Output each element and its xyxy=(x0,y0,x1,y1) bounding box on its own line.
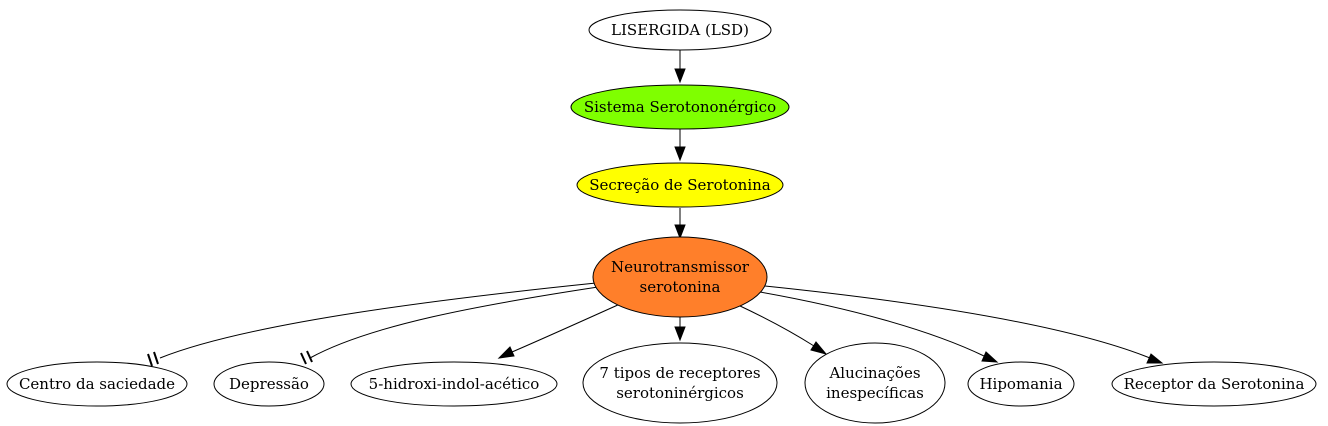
node-5-hidroxi-indol-acetico[interactable]: 5-hidroxi-indol-acético xyxy=(350,361,558,407)
edge-neuro-centro xyxy=(147,282,597,367)
node-label-line: LISERGIDA (LSD) xyxy=(611,21,749,39)
node-label-line: Secreção de Serotonina xyxy=(589,176,771,194)
node-label-line: Receptor da Serotonina xyxy=(1124,375,1305,393)
node-label-line: Sistema Serotononérgico xyxy=(584,98,776,116)
edge-lsd-sistema xyxy=(674,49,686,84)
node-label-line: serotoninérgicos xyxy=(616,384,744,402)
edge-neuro-alucinacoes xyxy=(737,304,828,355)
node-hipomania[interactable]: Hipomania xyxy=(967,361,1075,407)
node-label-line: Hipomania xyxy=(979,375,1062,393)
node-sistema-serotononergico[interactable]: Sistema Serotononérgico xyxy=(570,84,790,130)
node-label-line: inespecíficas xyxy=(826,384,924,402)
svg-text:5-hidroxi-indol-acético: 5-hidroxi-indol-acético xyxy=(369,375,540,393)
svg-text:Secreção de Serotonina: Secreção de Serotonina xyxy=(589,176,771,194)
edge-sistema-secrecao xyxy=(674,129,686,162)
edge-neuro-hipomania xyxy=(759,291,999,363)
node-label-line: Depressão xyxy=(229,375,309,393)
svg-text:LISERGIDA (LSD): LISERGIDA (LSD) xyxy=(611,21,749,39)
node-receptor-da-serotonina[interactable]: Receptor da Serotonina xyxy=(1111,361,1317,407)
svg-text:Depressão: Depressão xyxy=(229,375,309,393)
node-label-line: Alucinações xyxy=(828,364,920,382)
edge-secrecao-neuro xyxy=(674,208,686,240)
node-alucinacoes-inespecificas[interactable]: Alucinações inespecíficas xyxy=(804,342,946,424)
edge-neuro-depressao xyxy=(300,286,599,365)
node-label-line: serotonina xyxy=(640,278,721,296)
svg-text:Hipomania: Hipomania xyxy=(979,375,1062,393)
node-lisergida[interactable]: LISERGIDA (LSD) xyxy=(588,9,772,51)
node-label-line: Centro da saciedade xyxy=(19,375,175,393)
node-label-line: 7 tipos de receptores xyxy=(599,364,760,382)
node-label-line: 5-hidroxi-indol-acético xyxy=(369,375,540,393)
node-7-tipos-de-receptores[interactable]: 7 tipos de receptores serotoninérgicos xyxy=(582,342,778,424)
svg-text:Sistema Serotononérgico: Sistema Serotononérgico xyxy=(584,98,776,116)
node-label-line: Neurotransmissor xyxy=(611,258,750,276)
svg-text:Receptor da Serotonina: Receptor da Serotonina xyxy=(1124,375,1305,393)
svg-text:Centro da saciedade: Centro da saciedade xyxy=(19,375,175,393)
edge-neuro-tipos xyxy=(674,316,686,342)
node-centro-da-saciedade[interactable]: Centro da saciedade xyxy=(6,361,188,407)
node-depressao[interactable]: Depressão xyxy=(213,361,325,407)
edge-neuro-hidroxi xyxy=(497,303,621,359)
node-neurotransmissor-serotonina[interactable]: Neurotransmissor serotonina xyxy=(592,236,768,318)
edges xyxy=(147,49,1164,367)
node-secrecao-de-serotonina[interactable]: Secreção de Serotonina xyxy=(576,162,784,208)
edge-neuro-receptor xyxy=(764,285,1164,364)
